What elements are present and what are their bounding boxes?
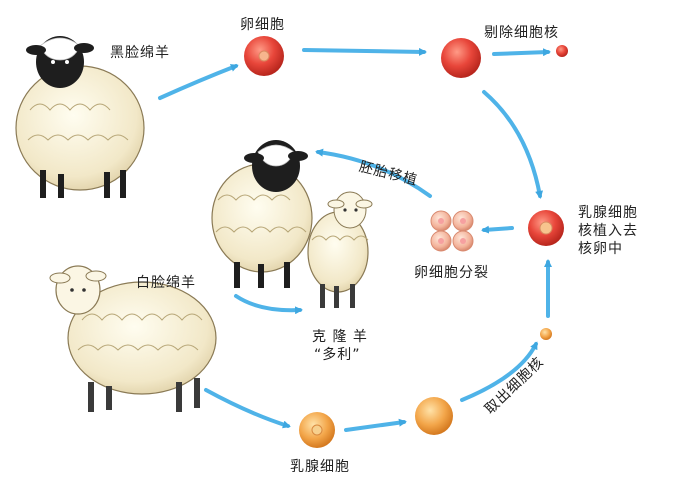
dividing-embryo [430, 210, 474, 252]
arrow-embryo-transfer [315, 148, 432, 198]
egg-cell-top [244, 36, 284, 76]
label-white-face-sheep: 白脸绵羊 [136, 275, 196, 291]
arrow-implant-to-division [481, 225, 514, 234]
label-mammary-cell: 乳腺细胞 [290, 459, 350, 475]
black-face-sheep-image [15, 36, 145, 198]
mammary-cell [299, 412, 335, 448]
reconstructed-egg-cell [528, 210, 564, 246]
arrow-mammary-to-mammary2 [344, 418, 407, 432]
enucleated-egg-cell [441, 38, 481, 78]
label-dolly: “多利” [314, 347, 361, 363]
extracted-nucleus [540, 328, 552, 340]
arrow-sheep-to-mammary [204, 388, 291, 429]
label-egg-cell: 卵细胞 [240, 17, 285, 33]
mother-sheep-image [211, 140, 313, 288]
arrow-egg-to-enucleate [302, 47, 427, 56]
arrow-remove-nucleus [492, 48, 551, 57]
white-face-sheep-image [49, 265, 217, 412]
arrow-mother-to-clone [234, 294, 303, 315]
clone-lamb-image [307, 191, 373, 308]
removed-nucleus [556, 45, 568, 57]
mammary-cell-2 [415, 397, 453, 435]
label-black-face-sheep: 黑脸绵羊 [110, 45, 170, 61]
arrow-extract-nucleus [460, 341, 538, 402]
label-mammary-nucleus-implant: 乳腺细胞 核植入去 核卵中 [578, 205, 638, 257]
arrow-sheep-to-egg [158, 64, 239, 100]
label-remove-nucleus: 剔除细胞核 [484, 25, 559, 41]
label-egg-cell-division: 卵细胞分裂 [414, 265, 489, 281]
arrow-enucleated-to-implant [482, 90, 544, 199]
label-clone-sheep: 克 隆 羊 [312, 329, 368, 345]
